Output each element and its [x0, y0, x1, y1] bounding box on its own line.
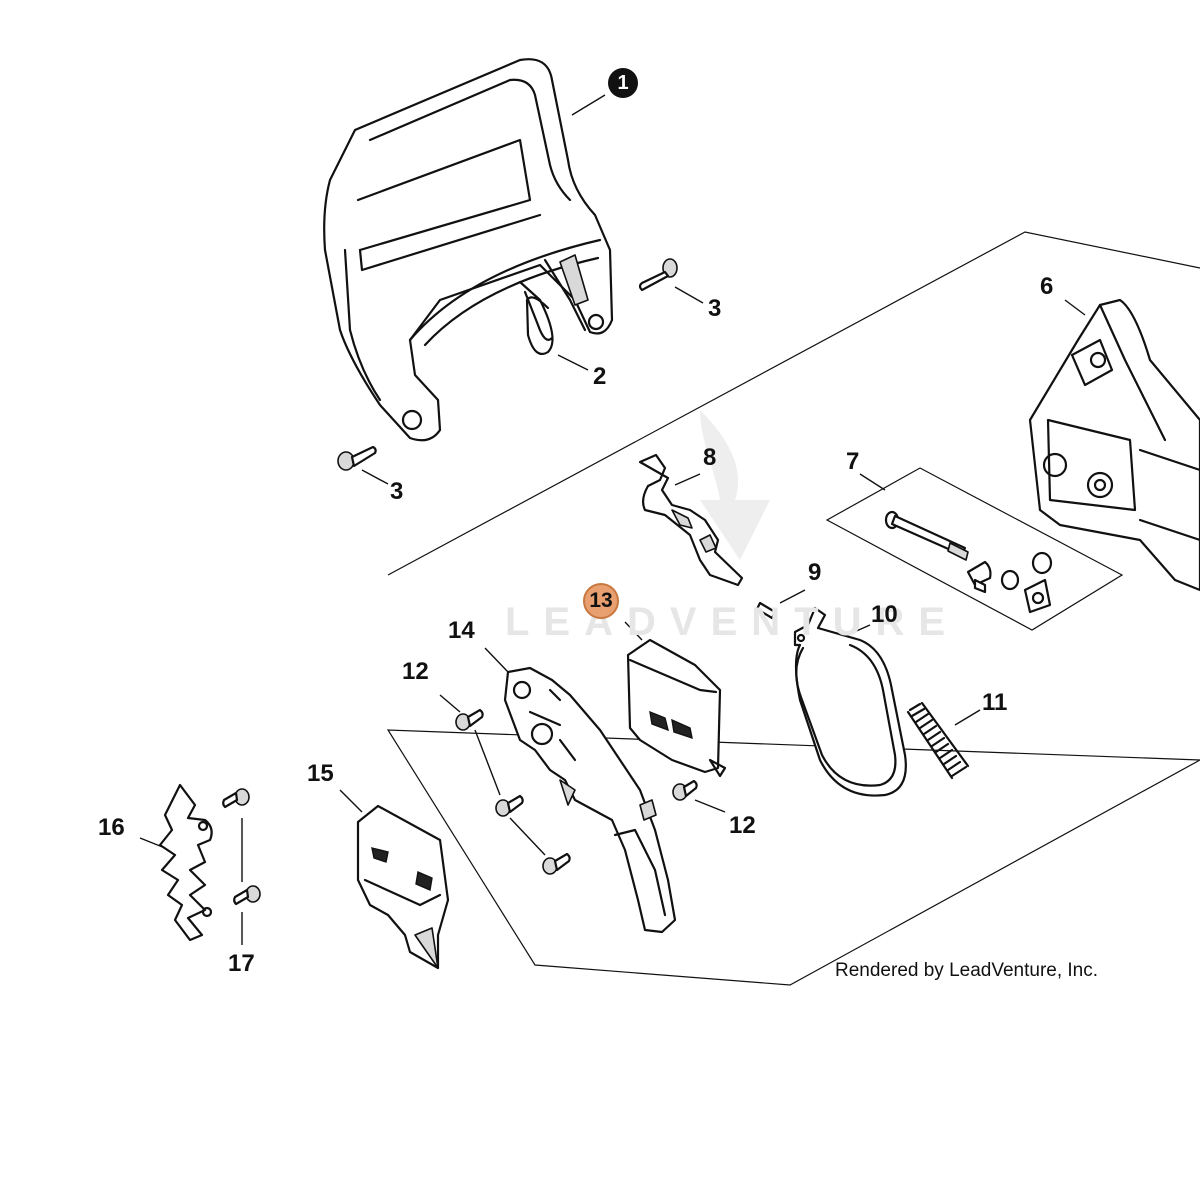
callout-11: 11 [982, 689, 1008, 716]
part-3-screw-upper [638, 258, 678, 292]
callout-16: 16 [98, 814, 125, 841]
part-2-spring-clip [518, 280, 554, 356]
callout-12-left: 12 [402, 658, 429, 685]
callout-1: 1 [608, 68, 638, 98]
watermark-text: LEADVENTURE [505, 600, 960, 644]
part-12-screw-d [672, 779, 698, 801]
part-3-screw-lower [337, 445, 377, 471]
callout-15: 15 [307, 760, 334, 787]
callout-8: 8 [703, 444, 717, 471]
callout-12-right: 12 [729, 812, 756, 839]
callout-2: 2 [593, 363, 607, 390]
watermark-logo [700, 410, 770, 560]
part-6-clutch-cover [1028, 298, 1200, 592]
callout-3-lower: 3 [390, 478, 404, 505]
part-10-brake-band [793, 606, 907, 797]
callout-3-upper: 3 [708, 295, 722, 322]
callout-9: 9 [808, 559, 822, 586]
part-14-brake-plate [503, 666, 677, 934]
callout-10: 10 [871, 601, 898, 628]
callout-13-highlighted[interactable]: 13 [583, 583, 619, 619]
part-13-chain-plate [626, 638, 727, 778]
leader-lines [139, 94, 1086, 945]
callout-14: 14 [448, 617, 475, 644]
part-12-screw-b [495, 794, 524, 817]
part-16-spike-bumper [158, 783, 213, 942]
part-12-screw-a [455, 708, 484, 731]
part-15-chain-cover [356, 804, 450, 970]
part-9-pin [755, 601, 777, 620]
part-11-coil-spring [906, 701, 970, 780]
part-1-hand-guard [323, 58, 614, 442]
callout-7: 7 [846, 448, 860, 475]
part-8-brake-lever [638, 453, 744, 587]
part-7-adjuster-assembly [884, 510, 1053, 614]
part-17-screw-upper [222, 788, 250, 809]
callout-6: 6 [1040, 273, 1054, 300]
part-17-screw-lower [233, 885, 261, 906]
callout-17: 17 [228, 950, 255, 977]
part-12-screw-c [542, 852, 571, 875]
render-credit: Rendered by LeadVenture, Inc. [835, 960, 1099, 981]
part-7-subgroup-box [825, 467, 1124, 631]
